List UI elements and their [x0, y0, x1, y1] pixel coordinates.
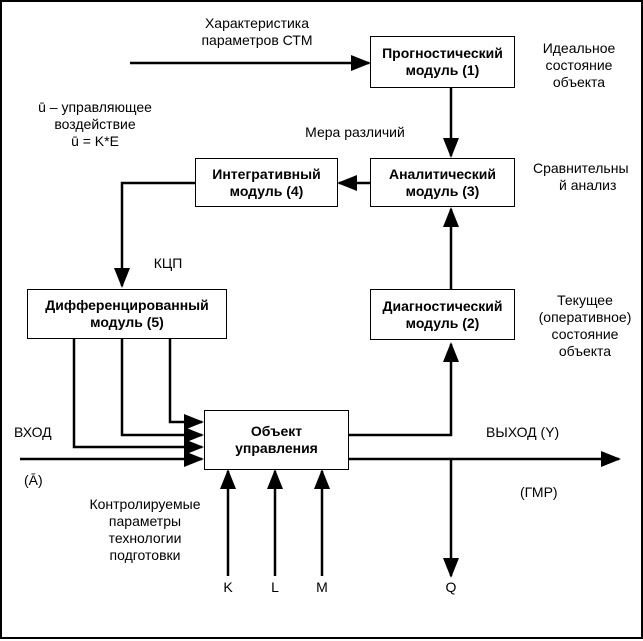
difference-measure-label: Мера различий	[305, 124, 405, 140]
m-label: M	[316, 579, 328, 595]
output-label: ВЫХОД (Y)	[486, 424, 560, 440]
current-state-line1: Текущее	[557, 292, 613, 308]
integrative-module-box: Интегративный модуль (4)	[195, 158, 338, 207]
control-action-line2: воздействие	[54, 116, 136, 132]
control-object-line1: Объект	[250, 423, 303, 439]
arrow-differentiated-to-object-1	[72, 339, 204, 455]
control-action-line3: ū = K*E	[71, 133, 119, 149]
prognostic-module-line1: Прогностический	[382, 45, 503, 61]
arrow-differentiated-to-object-3	[168, 339, 204, 430]
controlled-params-label: Контролируемые параметры технологии подг…	[80, 496, 210, 564]
characteristic-line1: Характеристика	[204, 15, 310, 31]
ideal-state-label: Идеальное состояние объекта	[529, 40, 629, 91]
characteristic-line2: параметров СТМ	[201, 32, 313, 48]
controlled-params-line3: технологии	[108, 530, 182, 546]
arrow-object-to-diagnostic	[349, 342, 459, 437]
current-state-line2: (оперативное)	[538, 309, 632, 325]
control-object-line2: управления	[235, 440, 318, 456]
diagnostic-module-line1: Диагностический	[382, 297, 503, 314]
integrative-module-line1: Интегративный	[212, 165, 321, 182]
input-label: ВХОД	[14, 424, 52, 440]
differentiated-module-box: Дифференцированный модуль (5)	[27, 289, 227, 339]
arrow-integrative-to-differentiated	[114, 181, 195, 288]
controlled-params-line2: параметры	[108, 513, 182, 529]
integrative-module-line2: модуль (4)	[229, 182, 304, 199]
arrow-differentiated-to-object-2	[120, 339, 204, 443]
current-state-line4: объекта	[558, 343, 612, 359]
ideal-state-line1: Идеальное	[542, 40, 616, 56]
comparative-analysis-line1: Сравнительны	[533, 160, 629, 176]
prognostic-module-box: Прогностический модуль (1)	[370, 36, 515, 88]
diagnostic-module-line2: модуль (2)	[405, 314, 480, 331]
k-label: K	[223, 579, 233, 595]
control-object-box: Объект управления	[204, 410, 349, 470]
characteristic-label: Характеристика параметров СТМ	[182, 15, 332, 49]
l-label: L	[271, 579, 279, 595]
analytic-module-line2: модуль (3)	[405, 182, 480, 199]
comparative-analysis-label: Сравнительны й анализ	[529, 160, 639, 194]
kcp-label: КЦП	[153, 255, 183, 271]
current-state-line3: состояние	[551, 326, 619, 342]
q-label: Q	[445, 579, 457, 595]
prognostic-module-line2: модуль (1)	[405, 62, 480, 78]
analytic-module-line1: Аналитический	[388, 165, 497, 182]
controlled-params-line4: подготовки	[109, 547, 181, 563]
controlled-params-line1: Контролируемые	[89, 496, 201, 512]
gmr-label: (ГМР)	[520, 484, 558, 500]
current-state-label: Текущее (оперативное) состояние объекта	[529, 292, 641, 360]
comparative-analysis-line2: й анализ	[559, 177, 617, 193]
control-action-line1: ū – управляющее	[38, 99, 152, 115]
ideal-state-line2: состояние	[545, 57, 613, 73]
input-symbol-label: (Ā)	[24, 472, 43, 488]
diagnostic-module-box: Диагностический модуль (2)	[370, 289, 515, 340]
differentiated-module-line2: модуль (5)	[90, 314, 164, 330]
control-action-label: ū – управляющее воздействие ū = K*E	[30, 99, 160, 150]
differentiated-module-line1: Дифференцированный	[45, 297, 209, 313]
ideal-state-line3: объекта	[552, 74, 606, 90]
analytic-module-box: Аналитический модуль (3)	[370, 158, 515, 207]
